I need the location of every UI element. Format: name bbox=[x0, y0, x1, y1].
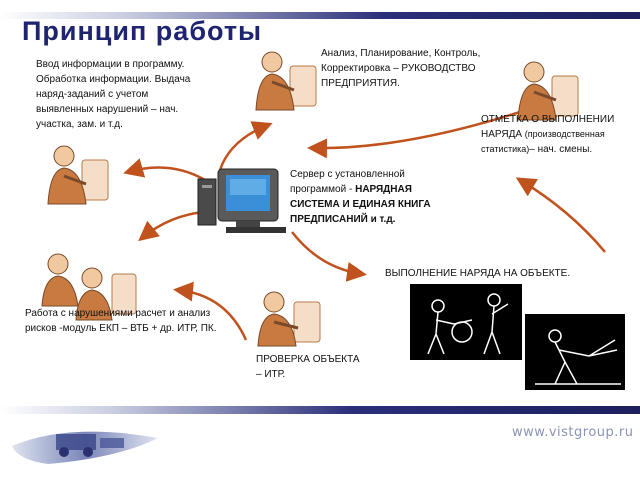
management-description: Анализ, Планирование, Контроль, Корректи… bbox=[321, 48, 481, 89]
mark-line-2-small: (производственная статистика) bbox=[481, 129, 605, 154]
top-decor-bar bbox=[0, 12, 640, 19]
worker-mark-icon bbox=[517, 61, 579, 121]
mark-line-3: – нач. смены. bbox=[529, 144, 593, 155]
workers-risk-icon bbox=[41, 253, 137, 321]
arrow-to-execution bbox=[291, 231, 367, 282]
arrow-to-input bbox=[123, 158, 206, 182]
server-computer-icon bbox=[197, 168, 286, 233]
mark-description: ОТМЕТКА О ВЫПОЛНЕНИИ НАРЯДА (производств… bbox=[481, 112, 631, 157]
server-description: Сервер с установленной программой - НАРЯ… bbox=[290, 167, 438, 227]
website-url[interactable]: www.vistgroup.ru bbox=[512, 425, 634, 440]
company-logo-image bbox=[12, 431, 158, 464]
arrow-check-to-risk bbox=[173, 281, 248, 341]
execution-image-1 bbox=[410, 284, 522, 360]
input-description: Ввод информации в программу. Обработка и… bbox=[36, 59, 191, 130]
check-description: ПРОВЕРКА ОБЪЕКТА – ИТР. bbox=[256, 354, 360, 380]
execution-label: ВЫПОЛНЕНИЕ НАРЯДА НА ОБЪЕКТЕ. bbox=[385, 268, 571, 279]
page-title: Принцип работы bbox=[22, 16, 263, 46]
arrow-execution-to-mark bbox=[515, 177, 606, 253]
worker-input-icon bbox=[47, 145, 109, 205]
arrow-mark-to-server bbox=[307, 110, 521, 159]
worker-check-icon bbox=[257, 291, 321, 347]
server-bold: НАРЯДНАЯ СИСТЕМА И ЕДИНАЯ КНИГА ПРЕДПИСА… bbox=[290, 184, 431, 225]
risk-description: Работа с нарушениями расчет и анализ рис… bbox=[25, 308, 217, 334]
mark-line-1: ОТМЕТКА О ВЫПОЛНЕНИИ bbox=[481, 114, 615, 125]
execution-image-2 bbox=[525, 314, 625, 390]
server-prefix: Сервер с установленной программой - bbox=[290, 169, 405, 195]
mark-line-2: НАРЯДА bbox=[481, 129, 523, 140]
arrow-to-management bbox=[218, 121, 273, 171]
worker-management-icon bbox=[255, 51, 317, 111]
bottom-decor-bar bbox=[0, 406, 640, 414]
